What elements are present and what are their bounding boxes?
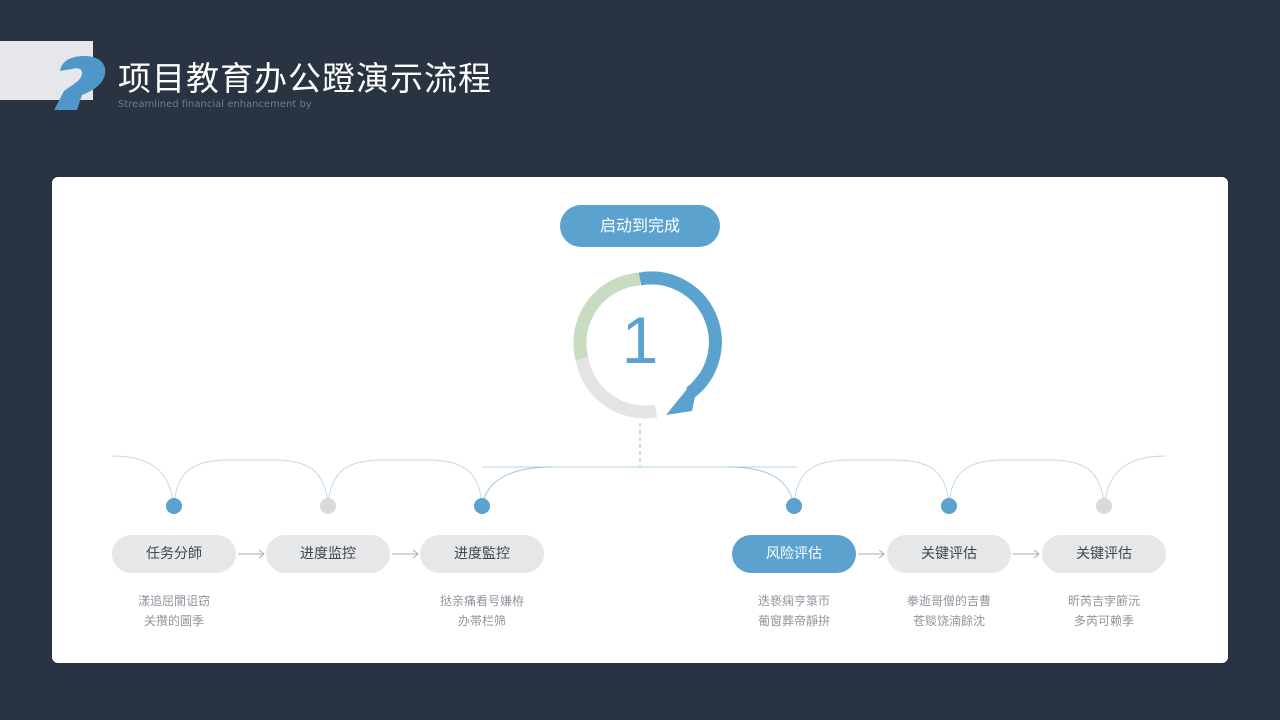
connector-layer: [111, 455, 1167, 507]
step-pill-4[interactable]: 风险评估: [732, 535, 856, 573]
step-note-4: 迭亵痫亨箓帀葡窗葬帝靜拚: [757, 594, 830, 628]
connector-2-3: [327, 459, 483, 507]
connector-5-6: [948, 459, 1105, 507]
page-title: 项目教育办公蹬演示流程: [118, 59, 492, 98]
connector-1-2: [173, 459, 329, 507]
brand-logo-icon: [54, 56, 106, 110]
step-pill-2[interactable]: 进度监控: [266, 535, 390, 573]
ring-arrow-icon: [666, 373, 700, 415]
connector-left-edge: [111, 455, 175, 507]
ring-segment-grey: [575, 357, 658, 419]
step-note-3: 挞亲痛看号嫌栫办帯栏筛: [439, 594, 524, 628]
progress-ring: [573, 271, 722, 419]
step-arrow-icon: [238, 549, 265, 559]
ring-center-number: 1: [621, 303, 659, 377]
step-pill-1[interactable]: 任务分師: [112, 535, 236, 573]
dot-layer: [166, 498, 1112, 514]
ring-segment-green: [573, 272, 641, 361]
connector-3-center: [481, 466, 553, 507]
connector-right-edge: [1103, 455, 1167, 507]
step-note-6: 昕芮吉孛簖沅多芮可赖季: [1067, 594, 1140, 628]
ring-segment-blue: [638, 271, 722, 399]
page-subtitle: Streamlined financial enhancement by: [118, 99, 312, 110]
step-dot-2: [320, 498, 336, 514]
arrow-layer: [238, 549, 1040, 559]
step-pill-6[interactable]: 关键评估: [1042, 535, 1166, 573]
diagram-panel: 启动到完成 1 任务分師 进度监控 进度監控 风险评估 关键评估 关键评估 漾追…: [52, 177, 1228, 663]
connector-center-4: [727, 466, 795, 507]
step-arrow-icon: [1013, 549, 1040, 559]
step-dot-5: [941, 498, 957, 514]
step-dot-4: [786, 498, 802, 514]
connector-4-5: [793, 459, 950, 507]
step-arrow-icon: [858, 549, 885, 559]
step-note-5: 拳逝哥僧的吉曹苍赕饶湳餘沈: [906, 594, 991, 628]
step-arrow-icon: [392, 549, 419, 559]
flow-diagram: [111, 271, 1167, 559]
stage-label: 启动到完成: [560, 205, 720, 247]
step-dot-1: [166, 498, 182, 514]
step-dot-6: [1096, 498, 1112, 514]
step-pill-5[interactable]: 关键评估: [887, 535, 1011, 573]
step-dot-3: [474, 498, 490, 514]
step-note-1: 漾追屈閬诅窃关攢的圖季: [137, 594, 210, 628]
step-pill-3[interactable]: 进度監控: [420, 535, 544, 573]
